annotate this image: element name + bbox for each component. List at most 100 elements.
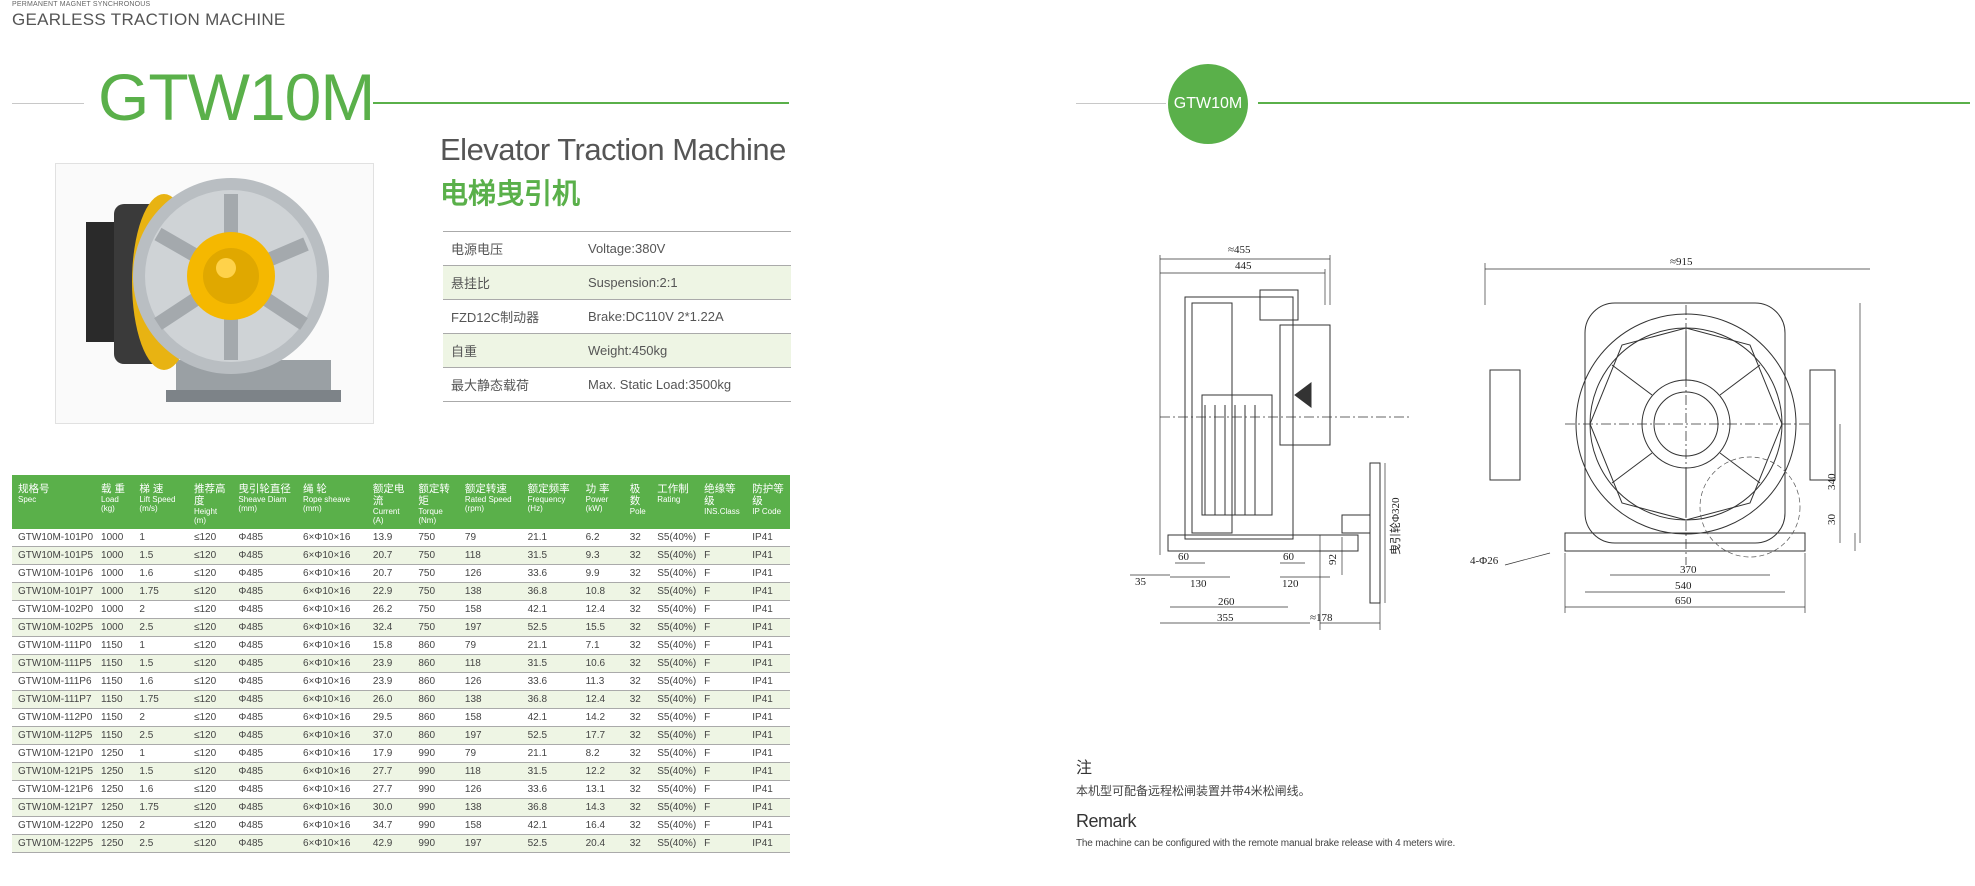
table-cell: 8.2: [579, 744, 624, 763]
table-cell: 34.7: [366, 816, 413, 835]
table-cell: 1.5: [133, 762, 188, 781]
divider-right-gray: [1076, 103, 1166, 104]
dim-915: ≈915: [1670, 256, 1693, 268]
table-cell: 1150: [95, 654, 134, 673]
table-cell: 13.1: [579, 780, 624, 799]
dim-260: 260: [1218, 596, 1235, 608]
table-cell: Φ485: [232, 654, 297, 673]
table-cell: GTW10M-101P5: [12, 546, 96, 565]
table-cell: 36.8: [521, 690, 580, 709]
table-cell: S5(40%): [651, 708, 699, 727]
table-cell: Φ485: [232, 690, 297, 709]
table-cell: GTW10M-111P5: [12, 654, 96, 673]
table-cell: S5(40%): [651, 726, 699, 745]
table-cell: 1150: [95, 726, 134, 745]
table-cell: Φ485: [232, 529, 297, 547]
table-cell: 32.4: [366, 618, 413, 637]
table-cell: 860: [412, 690, 459, 709]
table-cell: 26.0: [366, 690, 413, 709]
column-header-cn: 绳 轮: [302, 483, 327, 495]
table-cell: 126: [458, 564, 522, 583]
column-header-cn: 梯 速: [139, 483, 164, 495]
dim-sheave: 曳引轮Φ320: [1388, 497, 1402, 555]
table-cell: IP41: [746, 726, 790, 745]
table-cell: 2.5: [133, 834, 188, 853]
table-cell: GTW10M-101P7: [12, 582, 96, 601]
table-cell: 32: [623, 834, 652, 853]
table-cell: 2.5: [133, 726, 188, 745]
table-cell: Φ485: [232, 780, 297, 799]
table-cell: 990: [412, 762, 459, 781]
table-cell: ≤120: [188, 636, 233, 655]
column-header-cn: 防护等级: [752, 483, 784, 507]
column-header-cn: 载 重: [101, 483, 125, 495]
table-cell: 750: [412, 546, 459, 565]
table-cell: 14.3: [579, 798, 624, 817]
table-cell: 20.7: [366, 564, 413, 583]
table-cell: S5(40%): [651, 744, 699, 763]
table-cell: 27.7: [366, 780, 413, 799]
table-cell: 1.5: [133, 546, 188, 565]
table-cell: F: [698, 672, 747, 691]
column-header-en: Current (A): [372, 507, 400, 525]
table-cell: 138: [458, 798, 522, 817]
table-cell: 1250: [95, 762, 134, 781]
table-cell: 33.6: [521, 564, 580, 583]
table-cell: S5(40%): [651, 654, 699, 673]
table-cell: 1250: [95, 780, 134, 799]
column-header-en: Load (kg): [101, 495, 119, 513]
header-title: GEARLESS TRACTION MACHINE: [12, 10, 286, 29]
table-cell: 42.9: [366, 834, 413, 853]
column-header-cn: 曳引轮直径: [238, 483, 291, 495]
column-header-en: Rated Speed (rpm): [464, 495, 512, 513]
table-cell: ≤120: [188, 798, 233, 817]
product-image: [55, 163, 374, 424]
spec-key: 自重: [443, 333, 580, 368]
table-cell: 197: [458, 834, 522, 853]
table-cell: 6×Φ10×16: [296, 618, 367, 637]
table-cell: 860: [412, 672, 459, 691]
dimension-drawing: ≈455 445 35 60 130 60 120 260 355 ≈178 9…: [1130, 244, 1870, 630]
table-cell: ≤120: [188, 816, 233, 835]
column-header-en: Lift Speed (m/s): [139, 495, 176, 513]
table-cell: 12.4: [579, 690, 624, 709]
table-cell: 6×Φ10×16: [296, 816, 367, 835]
table-cell: 990: [412, 780, 459, 799]
dim-holes: 4-Φ26: [1470, 555, 1499, 567]
table-cell: ≤120: [188, 546, 233, 565]
table-cell: IP41: [746, 780, 790, 799]
table-cell: IP41: [746, 798, 790, 817]
table-cell: S5(40%): [651, 582, 699, 601]
table-cell: GTW10M-112P0: [12, 708, 96, 727]
table-cell: 1.6: [133, 564, 188, 583]
table-cell: 32: [623, 690, 652, 709]
table-cell: 860: [412, 726, 459, 745]
table-cell: 750: [412, 600, 459, 619]
table-cell: S5(40%): [651, 816, 699, 835]
table-cell: 13.9: [366, 529, 413, 547]
table-cell: F: [698, 762, 747, 781]
table-cell: 126: [458, 780, 522, 799]
table-cell: 31.5: [521, 654, 580, 673]
table-cell: 52.5: [521, 618, 580, 637]
table-cell: 16.4: [579, 816, 624, 835]
table-cell: Φ485: [232, 816, 297, 835]
dim-92: 92: [1327, 554, 1339, 565]
column-header-cn: 推荐高度: [194, 483, 226, 507]
table-cell: F: [698, 546, 747, 565]
table-cell: ≤120: [188, 726, 233, 745]
